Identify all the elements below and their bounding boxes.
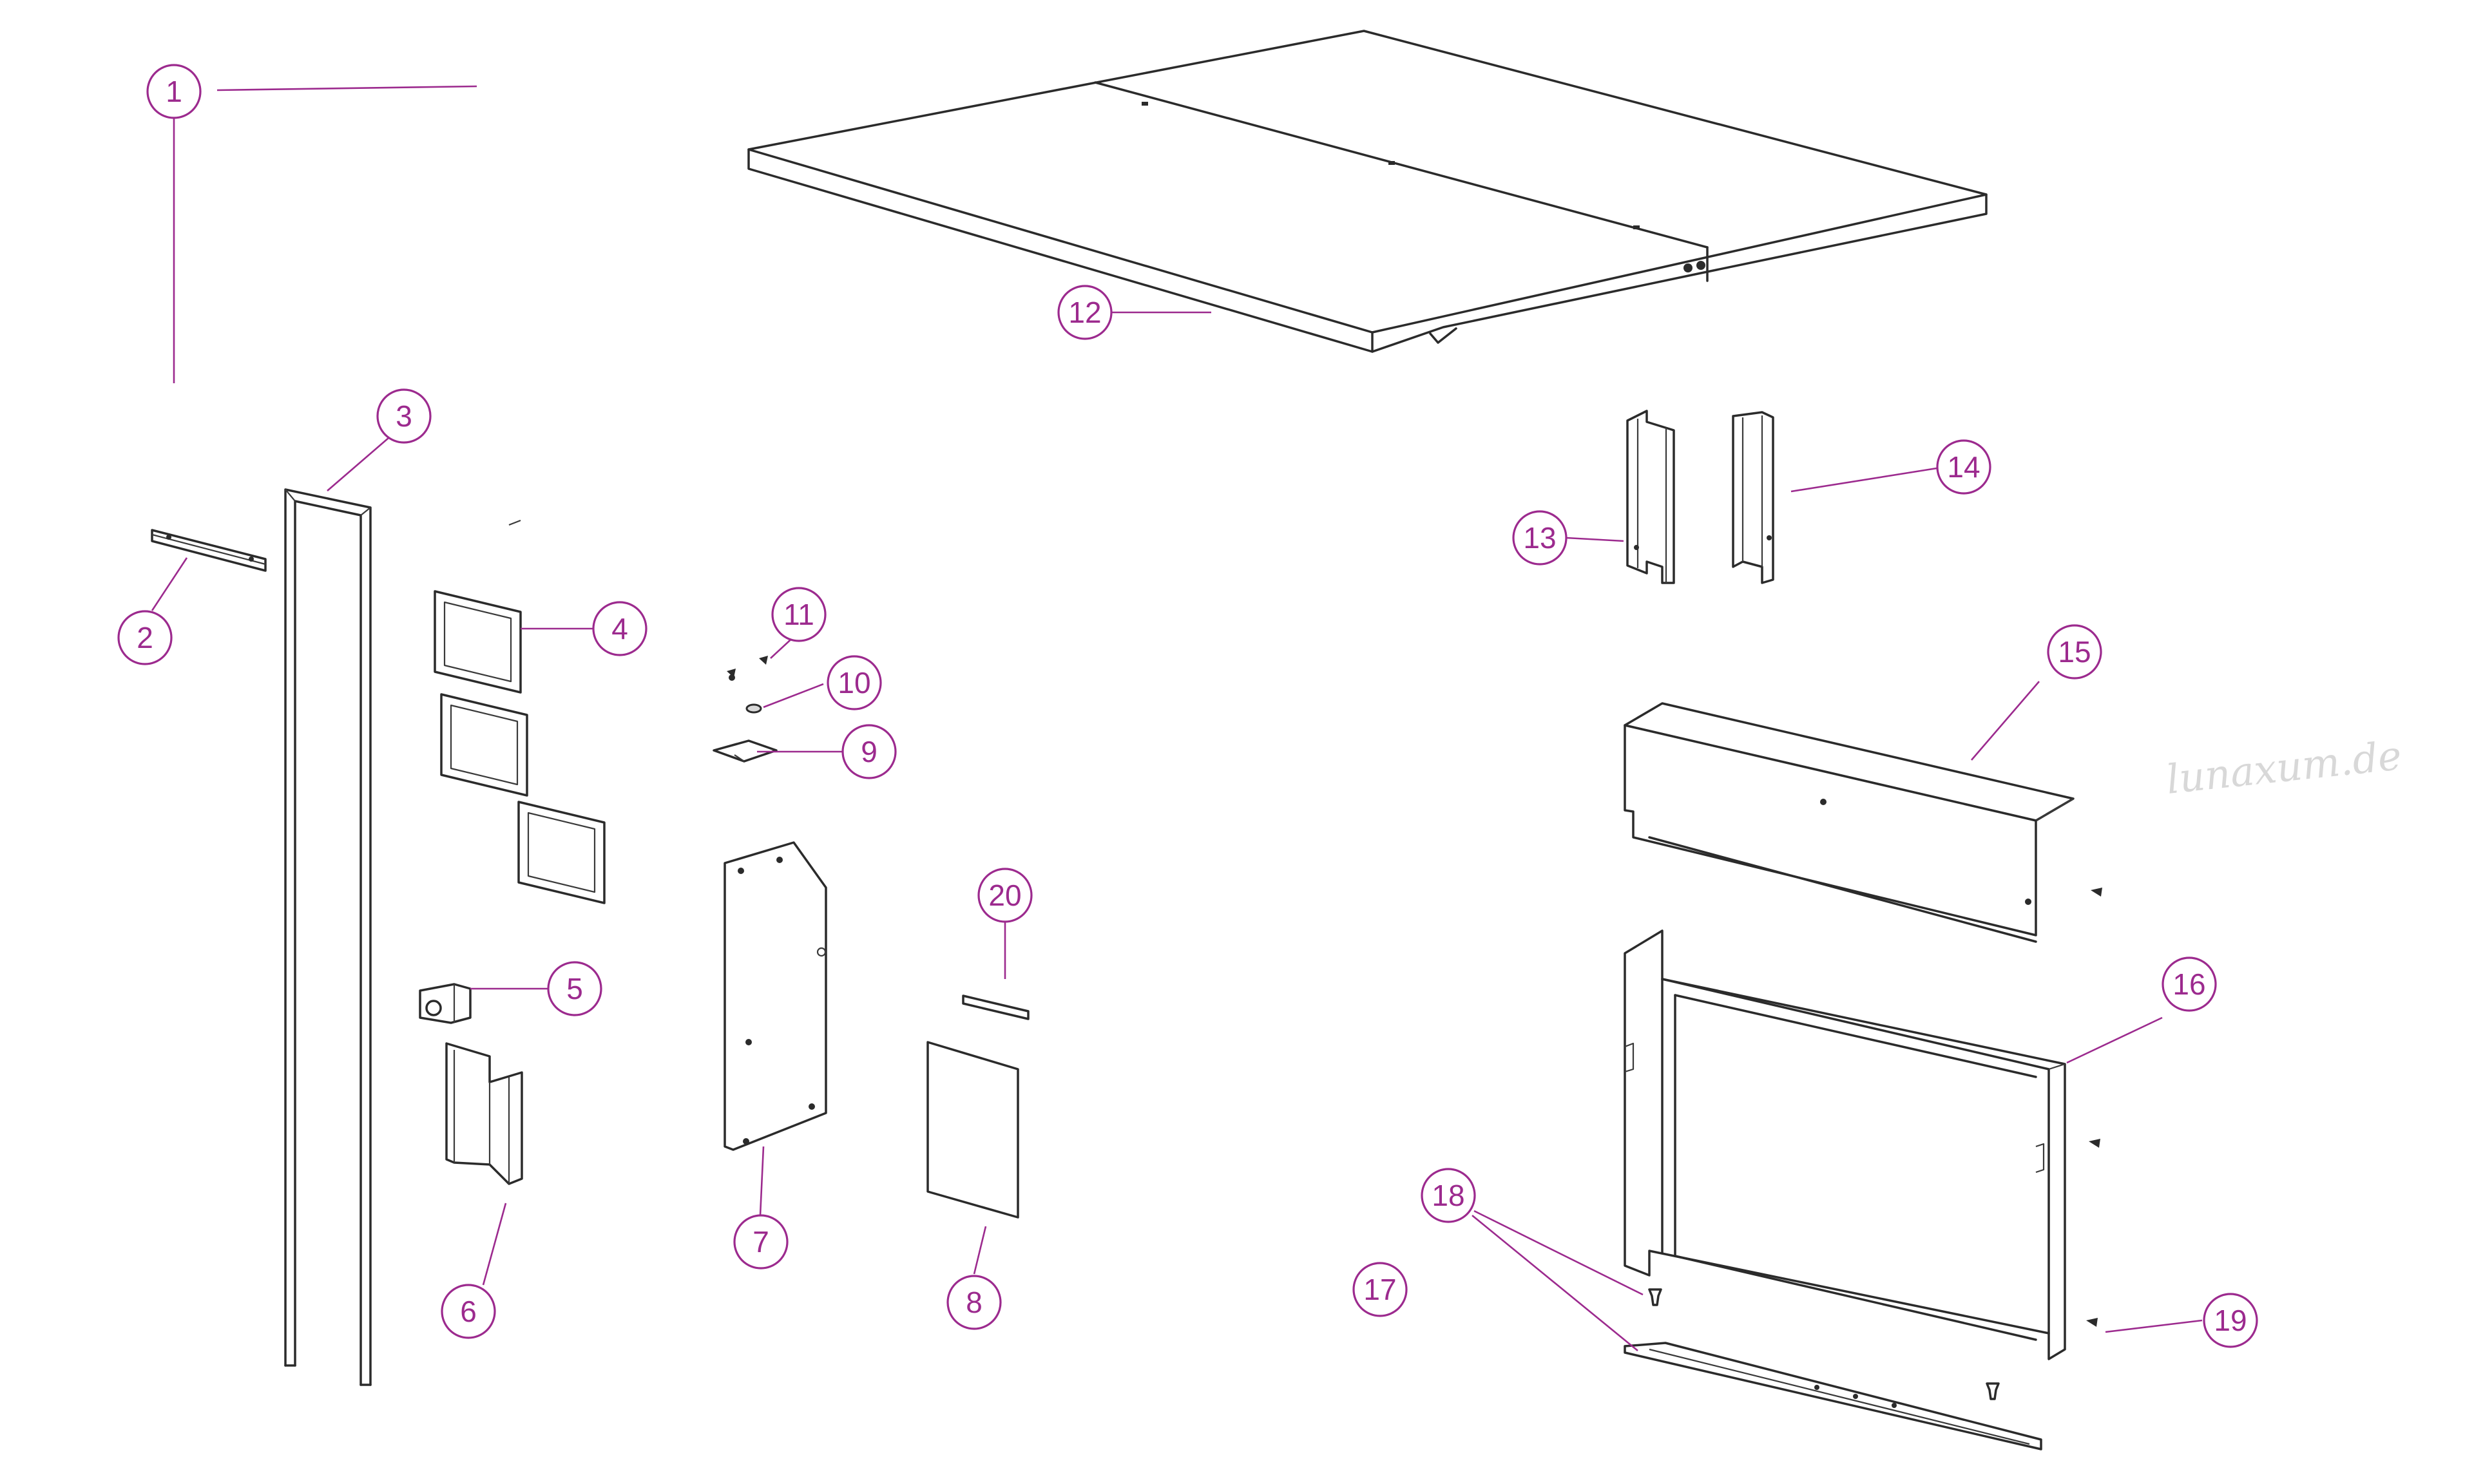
- callout-8: 8: [946, 1275, 1002, 1330]
- part-14-post: [1732, 411, 1774, 584]
- callout-label-5: 5: [566, 972, 583, 1005]
- part-15-bracket: [1624, 702, 2102, 943]
- callout-19: 19: [2203, 1293, 2258, 1348]
- part-18-fasteners: [1648, 1288, 2000, 1400]
- part-17-rail: [1624, 1342, 2042, 1451]
- callout-16: 16: [2162, 956, 2217, 1012]
- callout-label-11: 11: [783, 598, 814, 631]
- callout-label-6: 6: [460, 1295, 477, 1328]
- part-6-channel: [445, 1042, 523, 1185]
- callout-label-7: 7: [753, 1225, 769, 1259]
- callout-label-18: 18: [1432, 1179, 1464, 1212]
- callout-label-20: 20: [988, 879, 1021, 912]
- callout-label-17: 17: [1363, 1273, 1396, 1306]
- callout-4: 4: [592, 601, 647, 656]
- part-7-plate: [724, 841, 827, 1151]
- callout-3: 3: [376, 388, 432, 444]
- part-10-washer: [745, 703, 762, 714]
- callout-10: 10: [827, 655, 882, 710]
- callout-label-4: 4: [611, 612, 628, 645]
- callout-label-19: 19: [2214, 1304, 2247, 1337]
- callout-15: 15: [2047, 624, 2102, 680]
- part-20-strip: [962, 994, 1030, 1020]
- callout-12: 12: [1057, 285, 1113, 340]
- part-8-sheet: [926, 1041, 1019, 1219]
- callout-label-14: 14: [1947, 450, 1980, 484]
- callout-17: 17: [1352, 1262, 1408, 1317]
- callout-11: 11: [771, 587, 827, 642]
- part-5-bracket: [419, 983, 472, 1024]
- callout-label-10: 10: [838, 666, 870, 699]
- callout-label-8: 8: [966, 1286, 983, 1319]
- part-2-rail: [151, 529, 267, 572]
- callout-7: 7: [733, 1214, 789, 1270]
- callout-18: 18: [1421, 1168, 1476, 1223]
- part-3-tall-frame: [284, 488, 372, 1386]
- callout-6: 6: [441, 1284, 496, 1339]
- callout-1: 1: [146, 64, 202, 119]
- callout-label-1: 1: [166, 75, 182, 108]
- callout-label-13: 13: [1523, 521, 1556, 555]
- callout-9: 9: [841, 724, 897, 779]
- part-16-frame: [1624, 929, 2100, 1360]
- watermark-text: lunaxum.de: [2164, 732, 2404, 803]
- callout-2: 2: [117, 610, 173, 665]
- callout-label-15: 15: [2058, 635, 2091, 669]
- part-13-channel: [1626, 410, 1675, 584]
- part-11-screws: [727, 656, 768, 681]
- callout-5: 5: [547, 961, 602, 1016]
- callout-13: 13: [1512, 510, 1568, 566]
- part-12-top-panel: [747, 30, 1988, 353]
- part-9-plate: [713, 739, 778, 763]
- callout-label-3: 3: [396, 399, 412, 433]
- callout-20: 20: [977, 868, 1033, 923]
- part-4-frames: [434, 519, 606, 904]
- callout-label-12: 12: [1068, 296, 1101, 329]
- callout-14: 14: [1936, 439, 1991, 495]
- callout-label-16: 16: [2172, 967, 2205, 1001]
- callout-label-9: 9: [861, 735, 877, 768]
- callout-label-2: 2: [137, 621, 153, 654]
